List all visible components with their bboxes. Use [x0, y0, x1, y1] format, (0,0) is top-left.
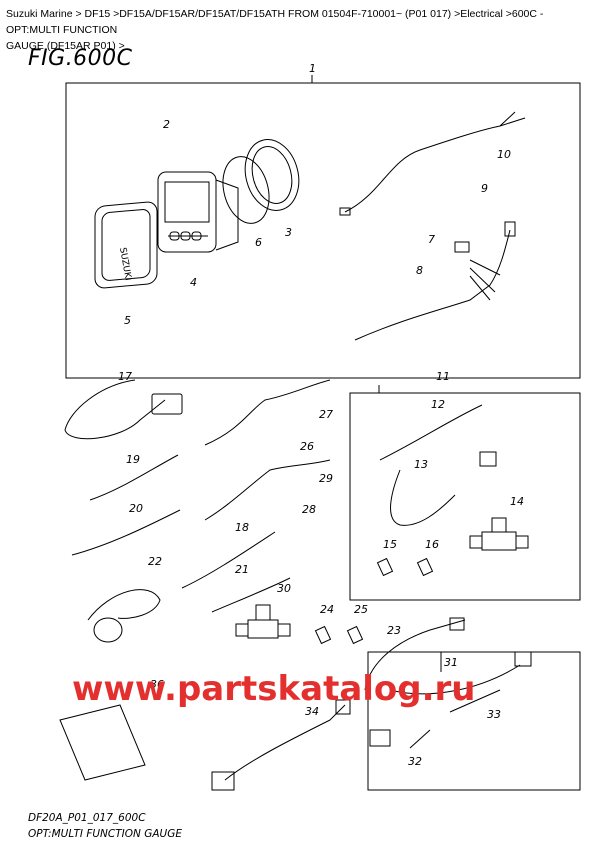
watermark-text: www.partskatalog.ru	[72, 669, 476, 709]
figure-code: DF20A_P01_017_600C	[28, 812, 146, 824]
callout-31[interactable]: 31	[444, 656, 458, 669]
assembly-31-frame	[367, 651, 581, 791]
breadcrumb: Suzuki Marine > DF15 >DF15A/DF15AR/DF15A…	[6, 6, 594, 54]
part-30-tee	[235, 604, 291, 639]
figure-title: FIG.600C	[28, 46, 133, 71]
callout-36[interactable]: 36	[150, 678, 164, 691]
part-6-oring	[222, 156, 270, 224]
callout-1[interactable]: 1	[309, 62, 316, 75]
callout-22[interactable]: 22	[148, 555, 162, 568]
part-33-harness	[389, 664, 521, 695]
callout-2[interactable]: 2	[163, 118, 170, 131]
callout-17[interactable]: 17	[118, 370, 132, 383]
breadcrumb-path[interactable]: Suzuki Marine > DF15 >DF15A/DF15AR/DF15A…	[6, 8, 544, 36]
callout-8[interactable]: 8	[416, 264, 423, 277]
callout-16[interactable]: 16	[425, 538, 439, 551]
part-28-cable	[204, 459, 331, 521]
callout-14[interactable]: 14	[510, 495, 524, 508]
part-5-cover	[94, 201, 158, 289]
part-36-bag	[59, 704, 146, 781]
part-12-cable	[379, 404, 483, 461]
callout-11[interactable]: 11	[436, 370, 450, 383]
part-13-harness	[390, 469, 456, 526]
part-15-cap	[376, 557, 394, 577]
part-32-connector	[369, 729, 391, 747]
callout-26[interactable]: 26	[300, 440, 314, 453]
part-3-nut	[244, 139, 300, 211]
callout-20[interactable]: 20	[129, 502, 143, 515]
callout-13[interactable]: 13	[414, 458, 428, 471]
part-25-cap	[346, 625, 364, 645]
figure-caption: OPT:MULTI FUNCTION GAUGE	[28, 828, 182, 840]
part-14-tee	[469, 517, 529, 551]
part-4-gauge	[157, 171, 239, 253]
callout-29[interactable]: 29	[319, 472, 333, 485]
callout-10[interactable]: 10	[497, 148, 511, 161]
callout-7[interactable]: 7	[428, 233, 435, 246]
part-18-cable	[181, 531, 276, 589]
callout-9[interactable]: 9	[481, 182, 488, 195]
callout-23[interactable]: 23	[387, 624, 401, 637]
part-20-cable	[71, 509, 181, 556]
callout-12[interactable]: 12	[431, 398, 445, 411]
callout-19[interactable]: 19	[126, 453, 140, 466]
gauge-logo-text: SUZUKI	[117, 247, 133, 282]
assembly-11-frame	[349, 392, 581, 601]
callout-21[interactable]: 21	[235, 563, 249, 576]
part-19-cable	[89, 454, 179, 501]
callout-5[interactable]: 5	[124, 314, 131, 327]
callout-27[interactable]: 27	[319, 408, 333, 421]
part-22-sensor	[93, 617, 123, 643]
part-23-harness	[364, 619, 466, 691]
callout-32[interactable]: 32	[408, 755, 422, 768]
part-26-cable	[204, 379, 331, 446]
part-16-cap	[416, 557, 434, 577]
part-7-harness	[354, 229, 511, 341]
callout-4[interactable]: 4	[190, 276, 197, 289]
callout-24[interactable]: 24	[320, 603, 334, 616]
part-9-harness	[344, 111, 516, 213]
part-34-harness	[224, 704, 346, 781]
callout-3[interactable]: 3	[285, 226, 292, 239]
callout-34[interactable]: 34	[305, 705, 319, 718]
part-17-cable	[64, 379, 166, 440]
part-21-cable	[211, 577, 291, 613]
callout-25[interactable]: 25	[354, 603, 368, 616]
callout-33[interactable]: 33	[487, 708, 501, 721]
assembly-1-frame	[65, 82, 581, 379]
callout-30[interactable]: 30	[277, 582, 291, 595]
callout-6[interactable]: 6	[255, 236, 262, 249]
breadcrumb-path-continued[interactable]: GAUGE (DF15AR P01) >	[6, 40, 125, 52]
callout-18[interactable]: 18	[235, 521, 249, 534]
part-24-cap	[314, 625, 332, 645]
callout-28[interactable]: 28	[302, 503, 316, 516]
callout-15[interactable]: 15	[383, 538, 397, 551]
